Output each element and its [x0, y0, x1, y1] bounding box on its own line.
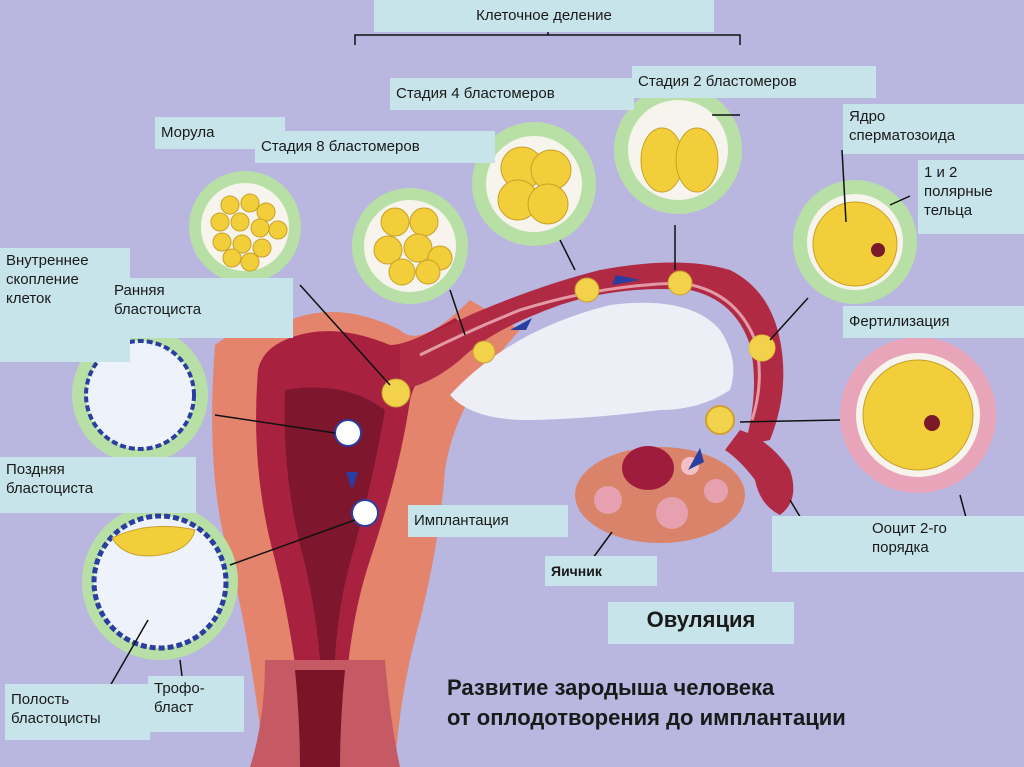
fertilization-label: Фертилизация: [843, 306, 1024, 338]
late-blastocyst-label: Поздняя бластоциста: [0, 457, 196, 513]
ovary: [575, 446, 745, 543]
migration-arrows: [346, 275, 704, 490]
title-line-2: от оплодотворения до имплантации: [447, 705, 846, 730]
ovulation-label: Овуляция: [608, 602, 794, 644]
title-line-1: Развитие зародыша человека: [447, 675, 775, 700]
blastocyst-cavity-label: Полость бластоцисты: [5, 684, 150, 740]
ovary-label: Яичник: [545, 556, 657, 586]
implantation-label: Имплантация: [408, 505, 568, 537]
stage-8-label: Стадия 8 бластомеров: [255, 131, 495, 163]
oocyte-label: Ооцит 2-го порядка: [772, 516, 1024, 572]
peritoneal-cavity: [450, 302, 734, 420]
sperm-nucleus-label: Ядро сперматозоида: [843, 104, 1024, 154]
polar-bodies-label: 1 и 2 полярные тельца: [918, 160, 1024, 234]
uterus: [212, 300, 520, 767]
stage-4-label: Стадия 4 бластомеров: [390, 78, 634, 110]
tube-embryos: [334, 270, 776, 527]
stage-2-label: Стадия 2 бластомеров: [632, 66, 876, 98]
trophoblast-label: Трофо- бласт: [148, 676, 244, 732]
diagram-title: Развитие зародыша человека от оплодотвор…: [447, 673, 846, 733]
stage-circles: [72, 86, 996, 660]
early-blastocyst-label: Ранняя бластоциста: [108, 278, 293, 338]
cell-division-label: Клеточное деление: [374, 0, 714, 32]
